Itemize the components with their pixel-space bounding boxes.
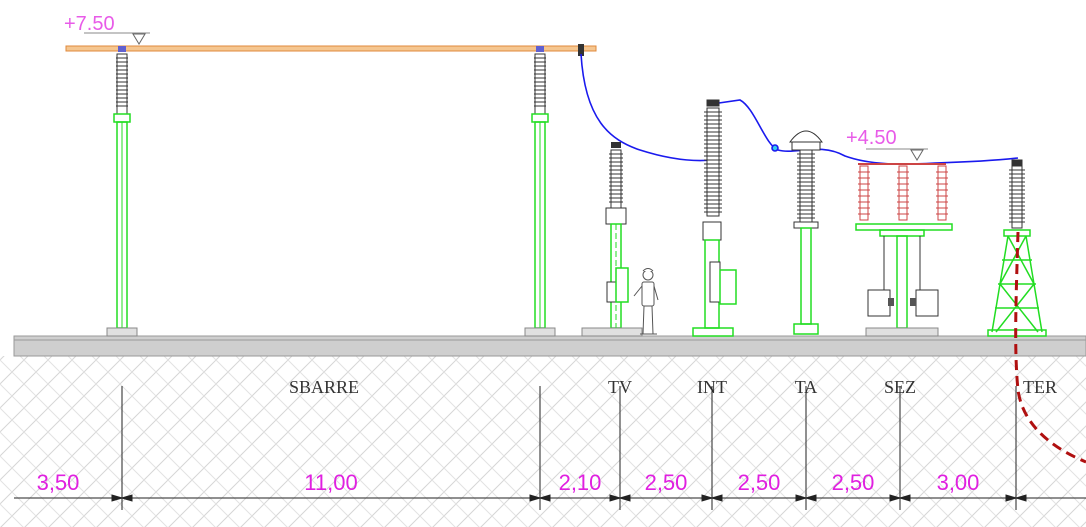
insulator-stack-left [116,53,128,115]
busbar-support-left [106,46,138,337]
busbar [65,45,597,52]
earth-cable [1014,231,1086,464]
conductors [580,53,1019,165]
soil-hatch [0,356,1086,527]
insulator-stack-right [534,53,546,115]
dimension-2: 11,00 [304,470,357,495]
dimension-7: 3,00 [937,470,980,495]
elevation-mark-mid: +4.50 [846,127,928,161]
equipment-tv [581,142,643,337]
equipment-ta [789,130,823,335]
elevation-mark-top: +7.50 [64,13,150,45]
dimension-values: 3,50 11,00 2,10 2,50 2,50 2,50 3,00 [37,470,980,495]
elevation-label-mid: +4.50 [846,127,897,149]
equipment-ter [987,159,1047,337]
dimension-chain [14,386,1086,510]
person-figure [633,268,659,335]
elevation-label-top: +7.50 [64,13,115,35]
equipment-int [692,99,737,337]
ground-slab [13,335,1086,357]
busbar-gantry [65,44,597,337]
dimension-5: 2,50 [738,470,781,495]
dimension-6: 2,50 [832,470,875,495]
label-ter: TER [1023,377,1057,397]
dimension-3: 2,10 [559,470,602,495]
busbar-support-right [524,46,556,337]
label-sbarre: SBARRE [289,377,359,397]
dimension-1: 3,50 [37,470,80,495]
dimension-4: 2,50 [645,470,688,495]
equipment-sez [855,163,953,337]
